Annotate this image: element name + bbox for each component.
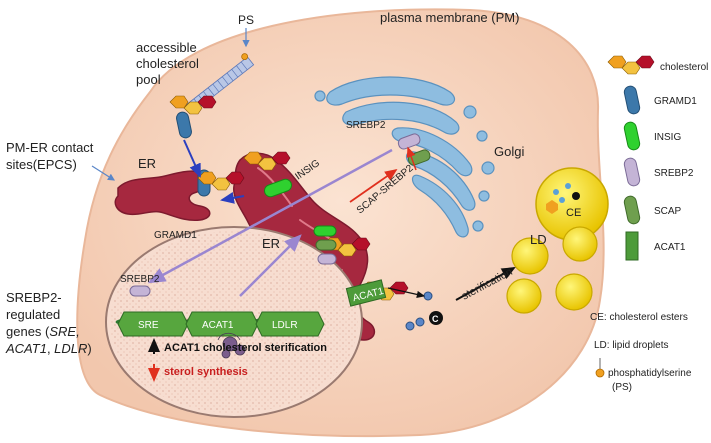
legend: cholesterol GRAMD1 INSIG SREBP2 SCAP ACA…	[590, 55, 708, 393]
ester-bead	[423, 291, 433, 301]
gene-ldlr-box	[255, 311, 325, 337]
label-gramd1: GRAMD1	[154, 230, 197, 241]
gene-sre-box	[117, 311, 189, 337]
label-accessible-3: pool	[136, 72, 161, 87]
label-genes-1: SREBP2-	[6, 290, 62, 305]
arrow-esterification	[455, 267, 516, 301]
arrow-nucleus-to-er	[239, 234, 302, 297]
label-golgi: Golgi	[494, 144, 524, 159]
label-pm-er-1: PM-ER contact	[6, 140, 94, 155]
cholesterol-icon	[243, 151, 291, 171]
legend-gramd1-label: GRAMD1	[654, 96, 697, 107]
lipid-droplet	[511, 237, 549, 275]
legend-gramd1-icon	[623, 85, 641, 115]
legend-insig-label: INSIG	[654, 132, 681, 143]
label-genes-2: regulated	[6, 307, 60, 322]
label-ps: PS	[238, 13, 254, 27]
acat1-enzyme	[345, 279, 387, 307]
label-pm-er-2: sites(EPCS)	[6, 157, 77, 172]
ester-bead	[415, 317, 425, 327]
ester-c-icon	[429, 311, 443, 325]
arrow-pm-to-er	[183, 139, 201, 178]
legend-cholesterol-label: cholesterol	[660, 62, 708, 73]
lipid-droplet	[562, 226, 598, 262]
ester-c-label: C	[432, 314, 439, 324]
cholesterol-icon	[197, 171, 245, 191]
legend-scap-icon	[623, 195, 641, 225]
arrow-srebp2-to-nucleus	[147, 148, 393, 284]
insig-protein	[263, 178, 293, 198]
label-genes-3: genes (SRE,	[6, 324, 80, 339]
label-genes-4: ACAT1, LDLR)	[5, 341, 92, 356]
legend-cholesterol-icon	[607, 55, 655, 75]
label-er-left: ER	[138, 156, 156, 171]
label-accessible-2: cholesterol	[136, 56, 199, 71]
ester-bead	[405, 321, 415, 331]
srebp2-protein	[129, 285, 151, 297]
gene-acat1-box	[185, 311, 259, 337]
legend-ps-icon	[595, 358, 605, 378]
legend-ps-label-1: phosphatidylserine	[608, 368, 692, 379]
arrow-er-to-gramd1	[220, 191, 245, 204]
insig-protein	[313, 225, 337, 237]
legend-srebp2-label: SREBP2	[654, 168, 694, 179]
label-accessible-1: accessible	[136, 40, 197, 55]
er-left	[114, 170, 211, 222]
srebp2-protein	[317, 253, 337, 265]
cholesterol-icon	[169, 95, 217, 115]
gene-sre-label: SRE	[138, 320, 159, 331]
pm-er-pointer	[91, 165, 116, 181]
arrow-acat1-to-ester	[387, 287, 426, 298]
chromatin-blob-icon	[217, 332, 246, 359]
legend-ce-label: CE: cholesterol esters	[590, 312, 688, 323]
label-ld: LD	[530, 232, 547, 247]
scap-protein	[315, 239, 337, 251]
label-srebp2-golgi: SREBP2	[346, 120, 386, 131]
legend-acat1-icon	[625, 231, 639, 261]
arrow-golgi-srebp2	[406, 146, 417, 171]
legend-acat1-label: ACAT1	[654, 242, 686, 253]
label-sterol-synthesis: sterol synthesis	[164, 366, 248, 378]
legend-insig-icon	[623, 121, 641, 151]
lipid-droplet	[555, 273, 593, 311]
legend-ps-label-2: (PS)	[612, 382, 632, 393]
gene-acat1-label: ACAT1	[202, 320, 234, 331]
gene-ldlr-label: LDLR	[272, 320, 298, 331]
legend-srebp2-icon	[623, 157, 641, 187]
label-acat1-effect: ACAT1 cholesterol sterification	[164, 342, 327, 354]
arrow-scap-srebp2-to-golgi	[349, 168, 398, 203]
legend-ld-label: LD: lipid droplets	[594, 340, 668, 351]
gramd1-protein	[176, 111, 192, 139]
label-srebp2-nucleus: SREBP2	[120, 274, 160, 285]
label-er-center: ER	[262, 236, 280, 251]
lipid-droplet	[506, 278, 542, 314]
legend-scap-label: SCAP	[654, 206, 682, 217]
cholesterol-ester-icon	[546, 183, 580, 214]
label-plasma-membrane: plasma membrane (PM)	[380, 10, 519, 25]
label-ce: CE	[566, 207, 581, 219]
